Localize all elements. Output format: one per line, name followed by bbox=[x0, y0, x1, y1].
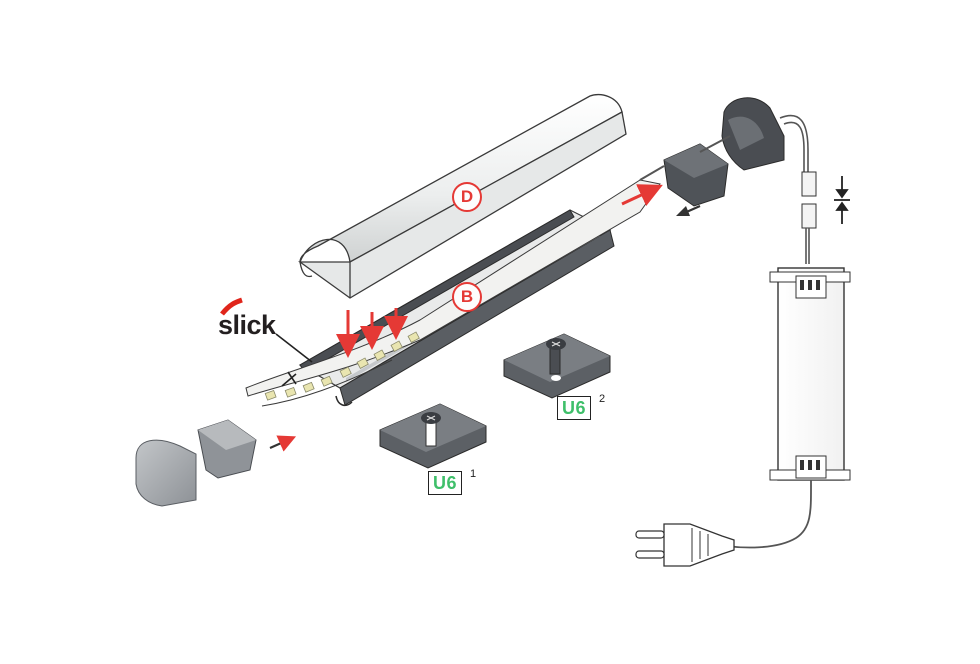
mains-cable bbox=[725, 479, 812, 549]
power-supply bbox=[769, 267, 851, 481]
insertion-arrows bbox=[336, 308, 408, 358]
profile-label: B bbox=[452, 282, 482, 312]
cable-through bbox=[639, 135, 731, 181]
mount-label-u6-1-index: 1 bbox=[470, 468, 477, 480]
end-cap-right bbox=[721, 97, 785, 171]
power-cable bbox=[779, 114, 809, 172]
connector bbox=[801, 171, 817, 264]
logo-mark-icon bbox=[220, 297, 243, 316]
scissors-icon bbox=[281, 371, 297, 387]
mains-plug-icon bbox=[635, 523, 735, 567]
led-strip bbox=[245, 179, 663, 407]
end-cap-left bbox=[135, 439, 197, 507]
mount-label-u6-2-index: 2 bbox=[599, 393, 606, 405]
end-cap-insert bbox=[197, 419, 257, 479]
mounting-clip-1 bbox=[379, 403, 487, 469]
diffuser-label: D bbox=[452, 182, 482, 212]
mount-label-u6-2: U6 bbox=[557, 396, 592, 420]
slick-logo: slick bbox=[218, 310, 276, 340]
mounting-clip-2 bbox=[503, 333, 611, 399]
connect-arrows-icon bbox=[834, 176, 850, 224]
logo-leader bbox=[275, 333, 313, 363]
cap-arrow-icon bbox=[269, 435, 297, 452]
mount-label-u6-1: U6 bbox=[428, 471, 463, 495]
end-cap-insert-right bbox=[663, 143, 729, 207]
